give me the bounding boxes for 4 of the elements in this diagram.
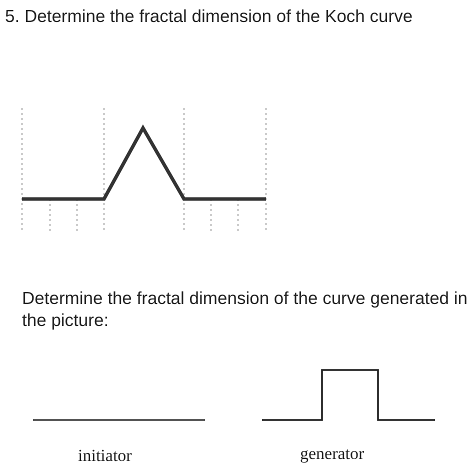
caption: generator: [300, 444, 364, 464]
question-text: Determine the fractal dimension of the curve generated in the picture:: [22, 287, 469, 331]
caption: initiator: [78, 446, 132, 466]
question-text: 5. Determine the fractal dimension of the Koch curve: [5, 5, 414, 27]
